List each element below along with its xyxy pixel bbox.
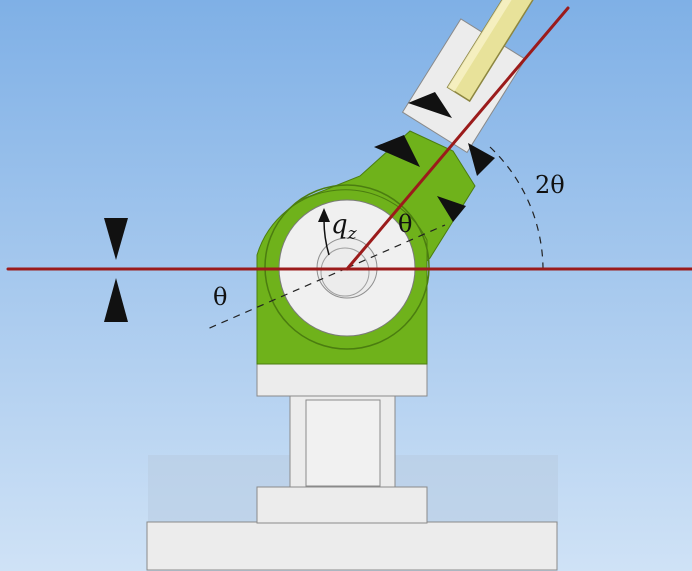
incident-slit: [104, 218, 128, 322]
base-plate: [146, 521, 558, 571]
detector-slits: [374, 92, 495, 222]
theta-lower-label: θ: [213, 283, 227, 311]
goniometer-ring: [264, 184, 430, 350]
qz-arrow: [318, 208, 330, 256]
two-theta-label: 2θ: [535, 171, 565, 199]
stand-column-inner: [305, 399, 381, 487]
two-theta-arc: [489, 146, 544, 269]
dashed-guides: [204, 146, 544, 331]
theta-upper-label: θ: [398, 210, 412, 238]
qz-label: qz: [331, 210, 358, 244]
stand-top-plate: [256, 363, 428, 397]
base-stand: [146, 363, 558, 571]
base-block: [256, 486, 428, 524]
diffracted-beam: [345, 6, 570, 271]
sample-plane-upper: [346, 224, 446, 269]
xray-beam: [6, 6, 692, 271]
